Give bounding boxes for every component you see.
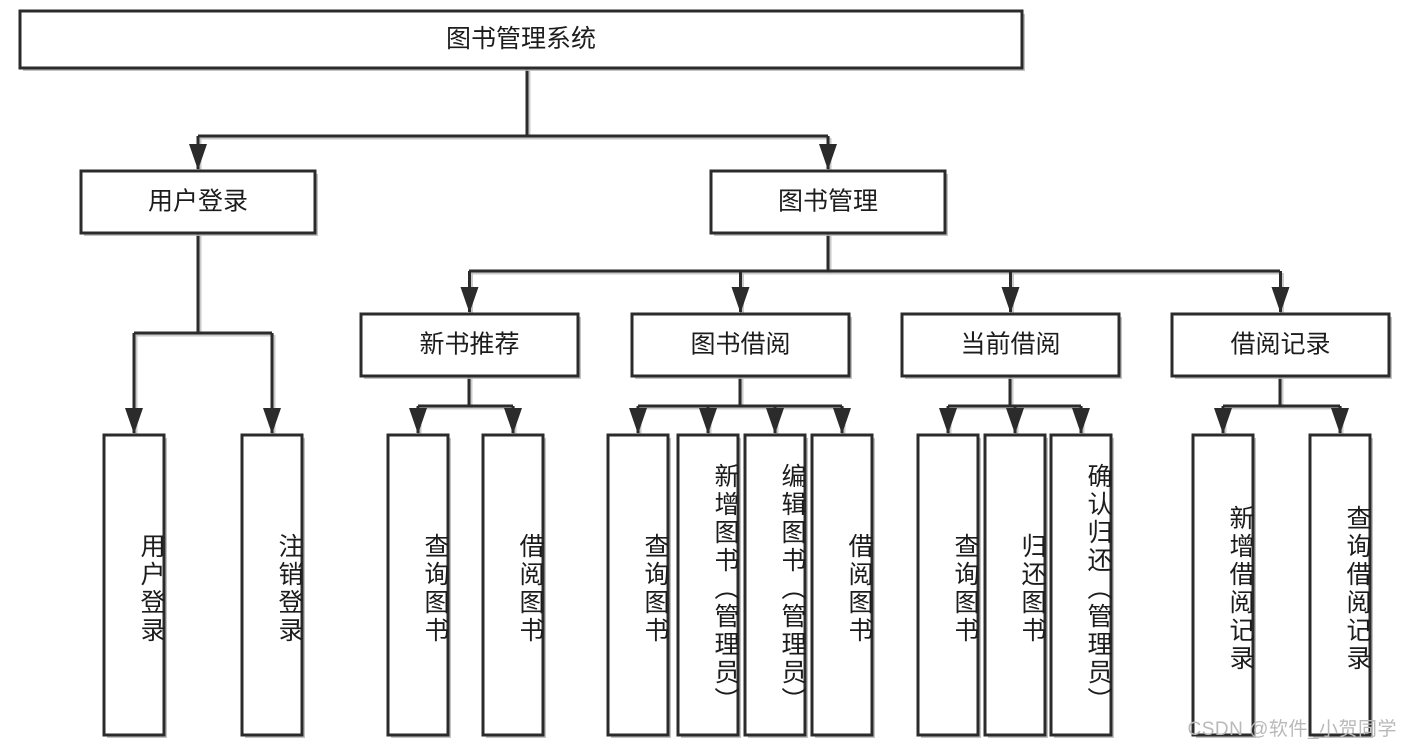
node-box-leaf-query-book-borrow[interactable] xyxy=(606,433,670,737)
node-box-new-book-rec[interactable] xyxy=(359,312,580,378)
node-box-leaf-query-record[interactable] xyxy=(1308,433,1372,737)
node-box-book-manage[interactable] xyxy=(709,169,947,235)
arrow-to-leaf-user-login xyxy=(125,408,143,434)
arrow-to-new-book-rec xyxy=(460,287,479,313)
node-label-new-book-rec: 新书推荐 xyxy=(419,331,519,359)
arrow-to-leaf-query-book-rec xyxy=(409,408,427,434)
arrow-to-leaf-query-record xyxy=(1331,408,1349,434)
arrow-to-leaf-borrow-book xyxy=(833,408,851,434)
node-box-user-login[interactable] xyxy=(79,169,317,235)
csdn-watermark: CSDN @软件_小贺同学 xyxy=(1187,719,1397,740)
node-box-leaf-add-book[interactable] xyxy=(676,433,740,737)
boxes-layer xyxy=(18,9,1392,738)
node-label-book-borrow: 图书借阅 xyxy=(690,331,790,359)
arrow-to-leaf-add-record xyxy=(1214,408,1232,434)
node-box-leaf-query-book-cur[interactable] xyxy=(916,433,980,737)
arrow-to-book-borrow xyxy=(731,287,750,313)
arrow-to-book-manage xyxy=(819,144,837,170)
node-box-borrow-record[interactable] xyxy=(1170,312,1391,378)
node-label-borrow-record: 借阅记录 xyxy=(1230,331,1330,359)
arrow-to-leaf-confirm-return xyxy=(1072,408,1090,434)
node-box-leaf-query-book-rec[interactable] xyxy=(386,433,450,737)
node-box-leaf-return-book[interactable] xyxy=(983,433,1047,737)
arrow-to-leaf-add-book xyxy=(699,408,717,434)
node-label-root: 图书管理系统 xyxy=(446,25,596,53)
node-box-leaf-user-logout[interactable] xyxy=(240,433,304,737)
arrow-to-leaf-borrow-book-rec xyxy=(504,408,522,434)
node-box-leaf-edit-book[interactable] xyxy=(743,433,807,737)
node-box-current-borrow[interactable] xyxy=(900,312,1121,378)
node-box-leaf-add-record[interactable] xyxy=(1191,433,1255,737)
edges-layer xyxy=(125,68,1349,435)
node-box-root[interactable] xyxy=(18,9,1024,70)
arrow-to-leaf-user-logout xyxy=(263,408,281,434)
node-box-leaf-user-login[interactable] xyxy=(102,433,166,737)
arrow-to-user-login xyxy=(189,144,207,170)
arrow-to-leaf-edit-book xyxy=(766,408,784,434)
node-box-leaf-borrow-book-rec[interactable] xyxy=(481,433,545,737)
arrow-to-leaf-query-book-borrow xyxy=(629,408,647,434)
arrow-to-leaf-return-book xyxy=(1006,408,1024,434)
node-label-user-login: 用户登录 xyxy=(148,188,248,216)
arrow-to-borrow-record xyxy=(1271,287,1290,313)
arrow-to-leaf-query-book-cur xyxy=(939,408,957,434)
node-label-book-manage: 图书管理 xyxy=(778,188,878,216)
node-box-leaf-borrow-book[interactable] xyxy=(810,433,874,737)
node-box-leaf-confirm-return[interactable] xyxy=(1049,433,1113,737)
node-label-current-borrow: 当前借阅 xyxy=(960,331,1060,359)
node-box-book-borrow[interactable] xyxy=(630,312,851,378)
arrow-to-current-borrow xyxy=(1001,287,1020,313)
